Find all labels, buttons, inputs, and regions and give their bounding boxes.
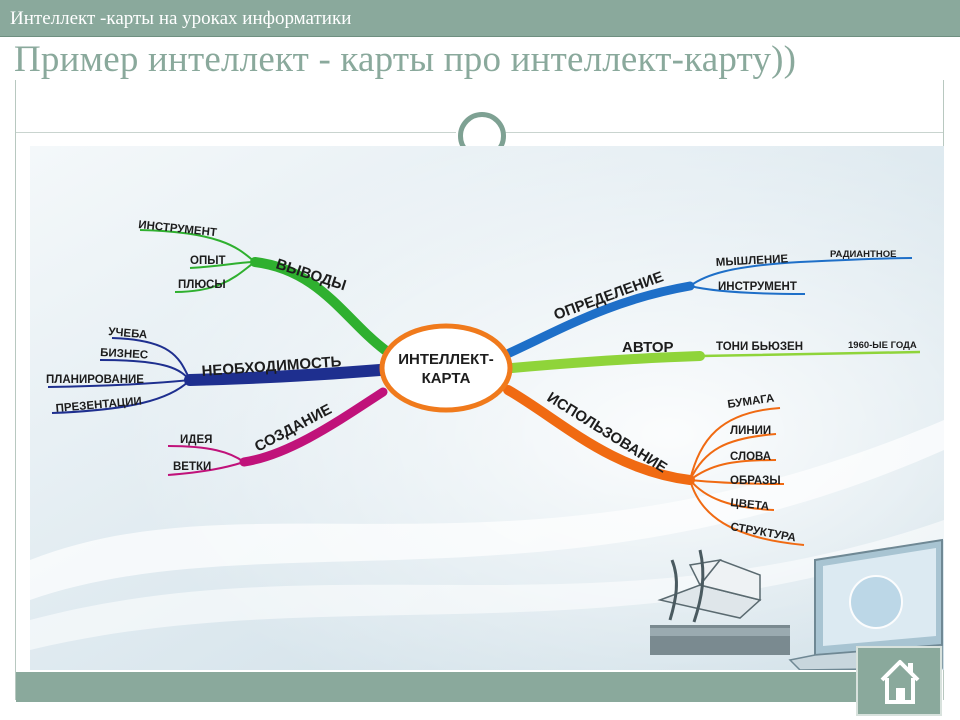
header-bar: Интеллект -карты на уроках информатики (0, 0, 960, 37)
home-button[interactable] (856, 646, 942, 716)
central-node (379, 323, 513, 413)
footer-bar (16, 672, 856, 702)
leaf-ispolzovanie-3: СЛОВА (730, 451, 771, 463)
branch-opredelenie-line (500, 281, 695, 360)
leaf-avtor-sub: 1960-ЫЕ ГОДА (848, 340, 917, 351)
leaf-neobhodimost-3: ПЛАНИРОВАНИЕ (46, 374, 144, 386)
branch-avtor-label: АВТОР (622, 339, 674, 356)
mind-map: ВЫВОДЫ ИНСТРУМЕНТ ОПЫТ ПЛЮСЫ НЕОБХОДИМОС… (30, 146, 944, 670)
branch-avtor-line (507, 351, 705, 373)
leaf-opredelenie-2: ИНСТРУМЕНТ (718, 281, 797, 293)
laptop-illustration (788, 538, 943, 670)
central-node-line2: КАРТА (422, 370, 471, 387)
leaf-ispolzovanie-2: ЛИНИИ (730, 425, 771, 437)
leaf-vyvody-2: ОПЫТ (190, 255, 226, 267)
book-illustration (650, 549, 790, 655)
frame-left-line (15, 80, 16, 700)
divider-right (500, 132, 943, 133)
central-node-line1: ИНТЕЛЛЕКТ- (398, 351, 494, 368)
leaf-sozdanie-1: ИДЕЯ (180, 434, 212, 446)
breadcrumb: Интеллект -карты на уроках информатики (10, 8, 352, 29)
divider-left (16, 132, 456, 133)
branch-ispolzovanie-line (503, 385, 695, 485)
branch-vyvody-line (250, 257, 390, 355)
leaf-neobhodimost-2: БИЗНЕС (100, 347, 149, 361)
slide-title: Пример интеллект - карты про интеллект-к… (14, 39, 797, 80)
branch-sozdanie-line (239, 387, 388, 467)
home-icon (880, 660, 920, 704)
leaf-ispolzovanie-4: ОБРАЗЫ (730, 475, 781, 487)
branch-neobhodimost-line (184, 364, 386, 386)
leaf-sozdanie-2: ВЕТКИ (173, 461, 211, 473)
leaf-vyvody-3: ПЛЮСЫ (178, 279, 226, 291)
leaf-opredelenie-sub: РАДИАНТНОЕ (830, 249, 896, 260)
leaf-ispolzovanie-5: ЦВЕТА (730, 497, 770, 513)
leaf-neobhodimost-1: УЧЕБА (108, 326, 148, 341)
leaf-avtor-1: ТОНИ БЬЮЗЕН (716, 341, 803, 353)
leaf-opredelenie-1: МЫШЛЕНИЕ (716, 253, 789, 269)
